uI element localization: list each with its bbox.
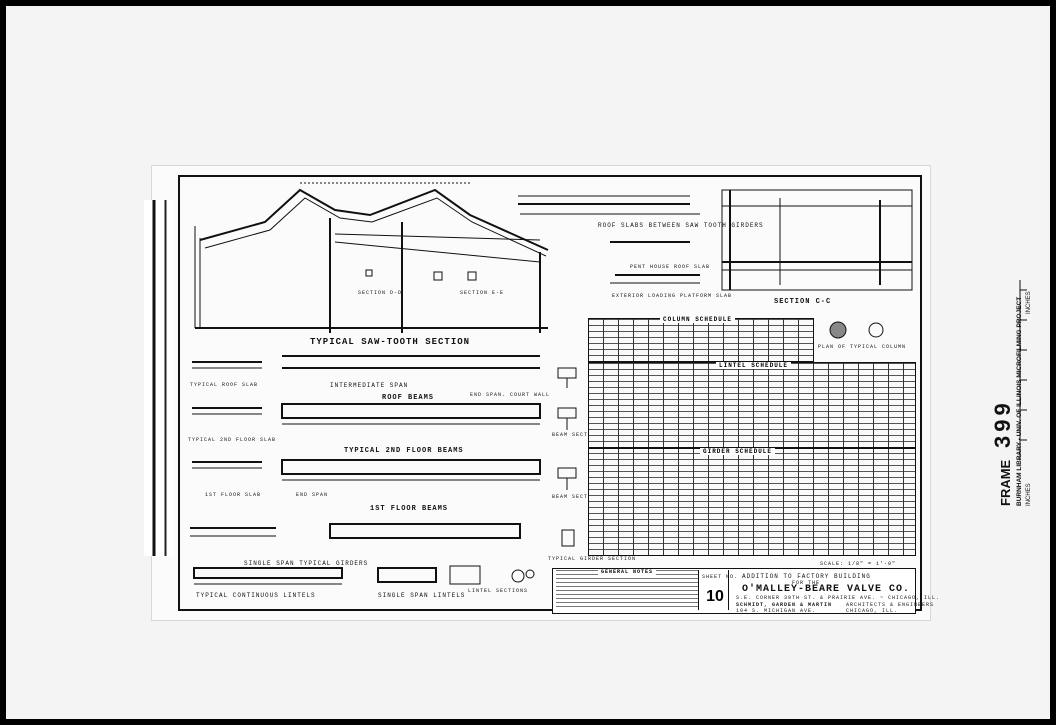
beam-elevations <box>190 355 541 539</box>
sheet-edge-strip <box>144 200 174 556</box>
typical-girders-label: SINGLE SPAN TYPICAL GIRDERS <box>244 560 369 567</box>
girder-schedule-table <box>588 448 916 556</box>
for-the: FOR THE <box>792 580 821 586</box>
inch-scale <box>1019 280 1027 460</box>
column-schedule-table <box>588 318 814 362</box>
site-location: S.E. CORNER 39TH ST. & PRAIRIE AVE. ~ CH… <box>736 595 941 601</box>
typical-2nd-floor-slab-label: TYPICAL 2ND FLOOR SLAB <box>188 437 277 443</box>
frame-number: 399 <box>990 399 1015 448</box>
section-d-label: SECTION D-D <box>358 290 403 296</box>
sheet-number: 10 <box>706 588 724 605</box>
continuous-lintels-label: TYPICAL CONTINUOUS LINTELS <box>196 592 316 599</box>
beam-section-label-1: BEAM SECTION <box>552 432 601 438</box>
sawtooth-section-title: TYPICAL SAW-TOOTH SECTION <box>310 337 471 347</box>
client-name: O'MALLEY-BEARE VALVE CO. <box>742 584 911 595</box>
section-c-drawing <box>721 189 913 291</box>
lintel-schedule-table <box>588 362 916 448</box>
end-span-court-wall-label: END SPAN. COURT WALL <box>470 392 551 398</box>
general-notes <box>556 570 699 610</box>
typical-girder-section-label: TYPICAL GIRDER SECTION <box>548 556 637 562</box>
first-floor-slab-label: 1ST FLOOR SLAB <box>205 492 262 498</box>
sheet-number-box: SHEET NO. 10 <box>702 570 739 610</box>
beam-sections <box>557 367 577 547</box>
sawtooth-section-drawing <box>194 182 549 333</box>
slab-details <box>192 361 262 469</box>
general-notes-heading: GENERAL NOTES <box>598 569 657 575</box>
pent-house-label: PENT HOUSE ROOF SLAB <box>630 264 711 270</box>
sheet-border <box>178 175 922 611</box>
section-c-label: SECTION C-C <box>774 298 832 306</box>
section-e-label: SECTION E-E <box>460 290 505 296</box>
roof-slabs-label: ROOF SLABS BETWEEN SAW TOOTH GIRDERS <box>598 222 764 229</box>
sheet-number-caption: SHEET NO. <box>702 574 739 580</box>
typical-2nd-floor-beams-label: TYPICAL 2ND FLOOR BEAMS <box>344 447 464 455</box>
loading-platform-label: EXTERIOR LOADING PLATFORM SLAB <box>612 293 733 299</box>
first-floor-beams-label: 1ST FLOOR BEAMS <box>370 505 449 513</box>
intermediate-span-label-1: INTERMEDIATE SPAN <box>330 382 409 389</box>
end-span-label: END SPAN <box>296 492 329 498</box>
girder-schedule-title: GIRDER SCHEDULE <box>700 448 776 455</box>
girder-lintel-elevations <box>193 565 535 585</box>
project-title: ADDITION TO FACTORY BUILDING <box>742 573 871 580</box>
beam-section-label-2: BEAM SECTION <box>552 494 601 500</box>
architects-name: SCHMIDT, GARDEN & MARTIN <box>736 602 833 608</box>
column-plan-round <box>829 321 847 339</box>
architects-city: CHICAGO, ILL. <box>846 608 899 614</box>
architects-role: ARCHITECTS & ENGINEERS <box>846 602 935 608</box>
typical-roof-slab-label: TYPICAL ROOF SLAB <box>190 382 259 388</box>
frame-word: FRAME <box>998 459 1013 506</box>
column-plan-label: PLAN OF TYPICAL COLUMN <box>818 344 907 350</box>
architects-address: 104 S. MICHIGAN AVE. <box>736 608 817 614</box>
scale-note: SCALE: 1/8" = 1'-0" <box>820 561 897 567</box>
roof-slab-details <box>518 195 700 284</box>
lintel-schedule-title: LINTEL SCHEDULE <box>716 362 792 369</box>
lintel-sections-label: LINTEL SECTIONS <box>468 588 529 594</box>
column-schedule-title: COLUMN SCHEDULE <box>660 316 736 323</box>
single-span-lintels-label: SINGLE SPAN LINTELS <box>378 592 466 599</box>
column-plan-octagonal <box>868 322 884 338</box>
roof-beams-label: ROOF BEAMS <box>382 394 435 402</box>
microfilm-label: FRAME 399 BURNHAM LIBRARY - UNIV. OF ILL… <box>990 280 1032 510</box>
